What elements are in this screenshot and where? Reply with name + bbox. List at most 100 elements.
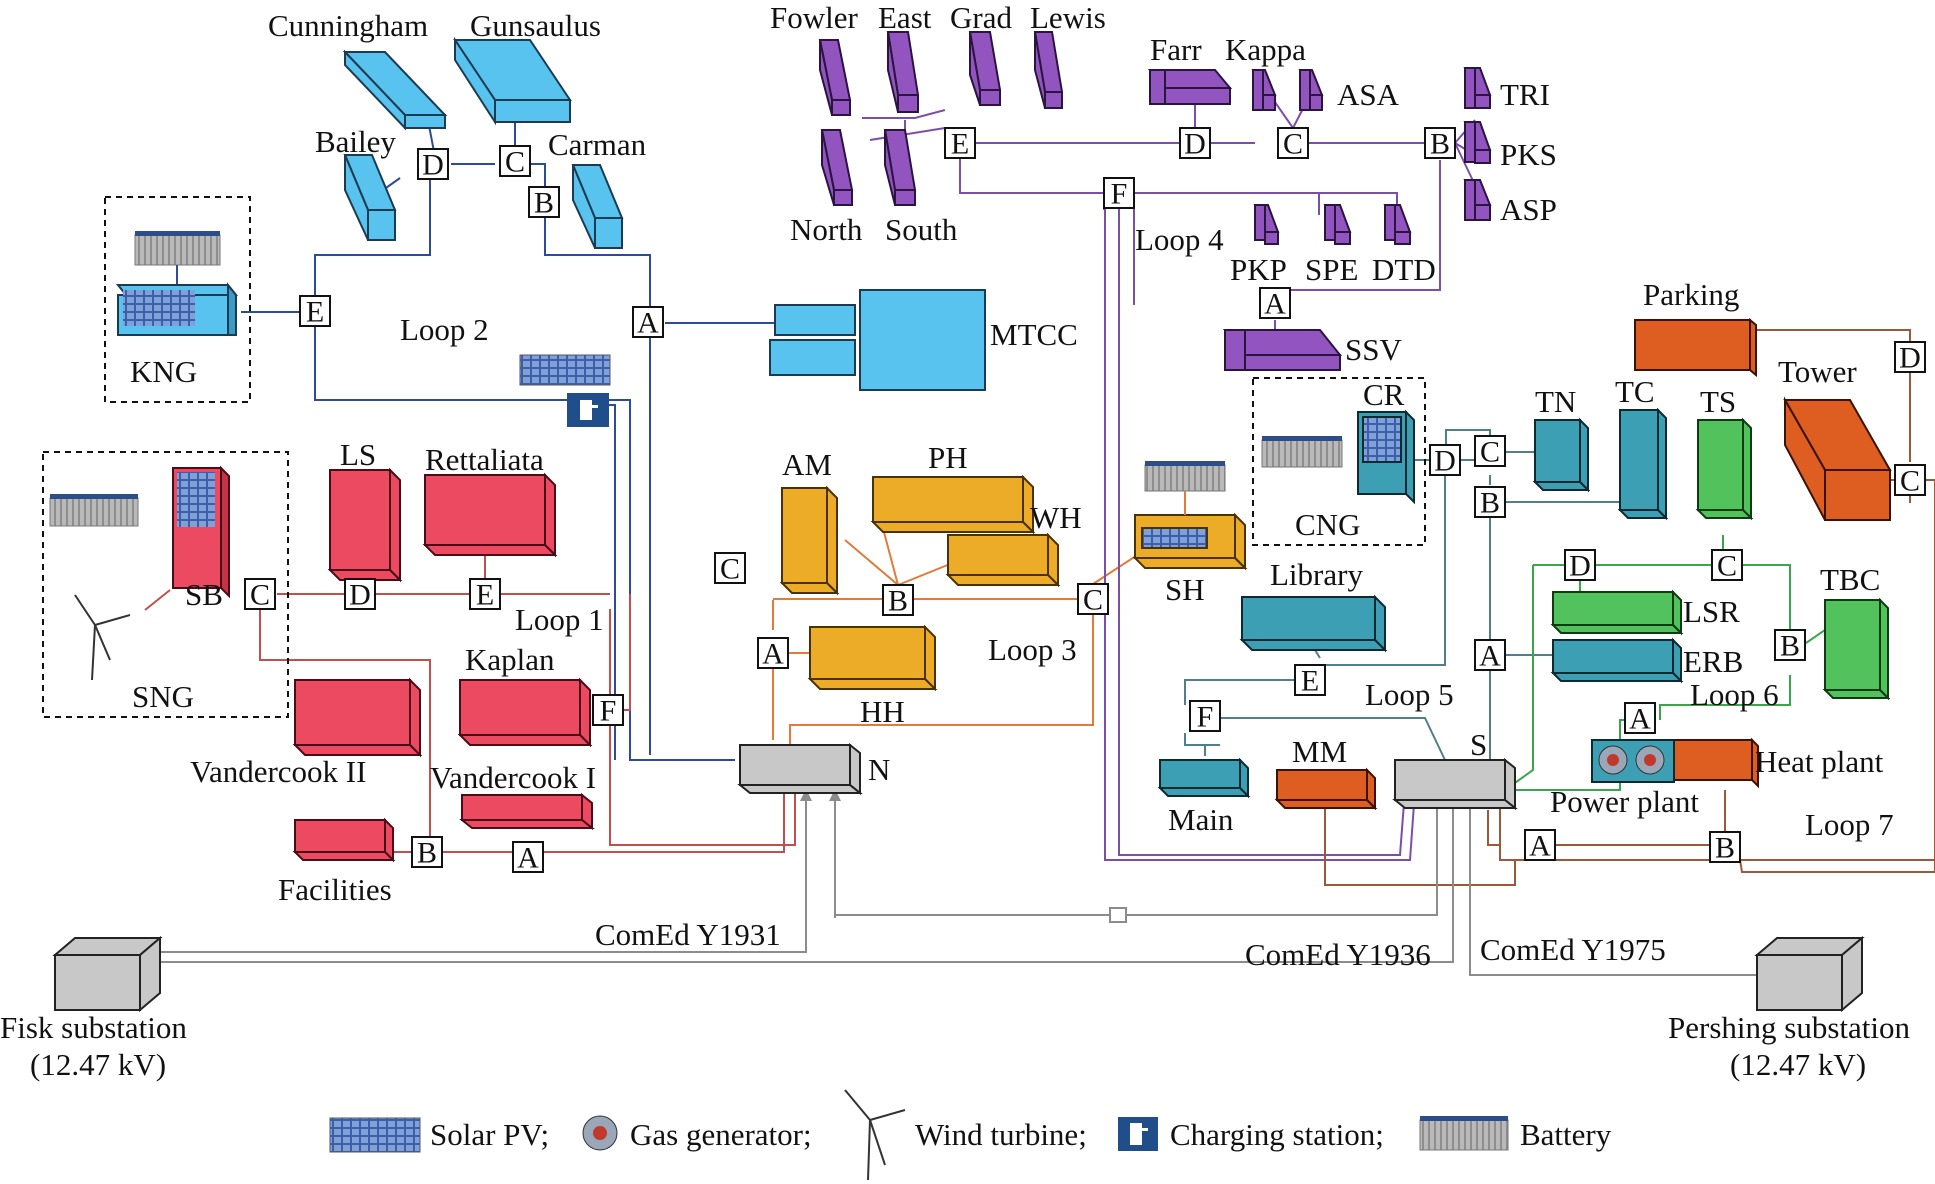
switch-l1-a: A: [512, 841, 544, 875]
label-lewis: Lewis: [1030, 0, 1106, 35]
building-hh: [807, 624, 938, 692]
building-gunsaulus: [453, 36, 572, 126]
kng-boundary: [104, 196, 251, 403]
switch-l5-e: E: [1294, 664, 1326, 698]
teal-buildings: [1157, 407, 1684, 799]
red-buildings: [292, 467, 595, 863]
label-farr: Farr: [1150, 32, 1202, 67]
label-asa: ASA: [1337, 77, 1400, 112]
switch-l1-f: F: [592, 694, 624, 728]
charging-station-icon: [1118, 1117, 1158, 1151]
label-sng: SNG: [132, 679, 194, 714]
labels: Cunningham Gunsaulus Bailey Carman KNG M…: [0, 0, 1910, 1082]
switch-l5-b: B: [1474, 486, 1506, 520]
legend-charging: Charging station;: [1170, 1117, 1384, 1152]
charging-station-icon: [567, 393, 609, 427]
switch-label: C: [1717, 550, 1737, 583]
legend-solar: Solar PV;: [430, 1117, 549, 1152]
label-y1936: ComEd Y1936: [1245, 937, 1431, 972]
label-ts: TS: [1700, 384, 1736, 419]
switch-l5-d: D: [1429, 444, 1461, 478]
building-kappa: [1251, 69, 1277, 111]
building-north: [820, 129, 854, 206]
building-rettaliata: [422, 472, 558, 558]
gas-generator-icon: [1598, 745, 1665, 775]
building-s: [1392, 757, 1518, 811]
switch-label: B: [1715, 832, 1735, 865]
label-heat-plant: Heat plant: [1755, 744, 1884, 779]
label-sb: SB: [185, 577, 223, 612]
legend-wind: Wind turbine;: [915, 1117, 1087, 1152]
building-wh: [945, 532, 1061, 588]
legend-battery: Battery: [1520, 1117, 1612, 1152]
switch-l6-d: D: [1564, 549, 1596, 583]
switch-label: E: [951, 128, 969, 161]
orange-buildings: [779, 474, 1248, 692]
label-tower: Tower: [1778, 354, 1857, 389]
building-mtcc: [769, 289, 986, 391]
label-carman: Carman: [548, 127, 647, 162]
building-lsr: [1550, 589, 1684, 636]
label-dtd: DTD: [1372, 252, 1436, 287]
label-bailey: Bailey: [315, 124, 396, 159]
switch-l4-e: E: [944, 127, 976, 161]
wind-turbine-icon: [74, 594, 131, 681]
building-cr: [1357, 409, 1415, 505]
building-spe: [1323, 204, 1352, 245]
battery-icon: [1261, 436, 1343, 468]
switch-l3-a: A: [757, 637, 789, 671]
switch-l7-d: D: [1894, 341, 1926, 375]
switch-l5-a: A: [1474, 639, 1506, 673]
label-cr: CR: [1363, 377, 1405, 412]
label-pks: PKS: [1500, 137, 1557, 172]
switch-label: E: [476, 579, 494, 612]
label-pershing-name: Pershing substation: [1668, 1010, 1910, 1045]
building-ph: [870, 474, 1036, 535]
switch-l6-b: B: [1774, 629, 1806, 663]
building-lewis: [1033, 31, 1064, 109]
label-hh: HH: [860, 694, 905, 729]
switch-label: D: [1569, 550, 1591, 583]
switch-label: F: [600, 695, 617, 728]
fisk-substation: [52, 935, 163, 1013]
label-fisk-kv: (12.47 kV): [30, 1047, 166, 1082]
label-grad: Grad: [950, 0, 1012, 35]
label-loop2: Loop 2: [400, 312, 489, 347]
label-loop1: Loop 1: [515, 602, 604, 637]
battery-icon: [49, 494, 139, 527]
switch-label: C: [1083, 584, 1103, 617]
label-tc: TC: [1615, 374, 1655, 409]
switch-l1-d: D: [344, 578, 376, 612]
switch-l7-c: C: [1894, 464, 1926, 498]
switch-label: C: [1900, 465, 1920, 498]
switch-label: A: [1529, 830, 1551, 863]
loop-2-wiring: [241, 85, 780, 761]
switch-label: A: [1479, 640, 1501, 673]
label-north: North: [790, 212, 863, 247]
building-heat-plant: [1671, 737, 1759, 789]
building-tower: [1783, 396, 1892, 521]
label-kng: KNG: [130, 354, 197, 389]
switch-label: A: [1629, 703, 1651, 736]
label-s: S: [1470, 727, 1487, 762]
battery-icon: [1419, 1116, 1509, 1151]
label-cunningham: Cunningham: [268, 8, 428, 43]
label-kaplan: Kaplan: [465, 642, 555, 677]
switch-l1-e: E: [469, 578, 501, 612]
switch-label: C: [505, 146, 525, 179]
label-south: South: [885, 212, 958, 247]
building-facilities: [292, 817, 396, 863]
building-vandercook2: [292, 677, 423, 758]
switch-label: A: [517, 842, 539, 875]
building-kng: [115, 282, 239, 336]
label-gunsaulus: Gunsaulus: [470, 8, 601, 43]
legend-gas: Gas generator;: [630, 1117, 812, 1152]
switch-l7-b: B: [1709, 831, 1741, 865]
label-loop7: Loop 7: [1805, 807, 1894, 842]
switch-l3-b: B: [882, 584, 914, 618]
label-ls: LS: [340, 437, 376, 472]
dark-orange-buildings: [1274, 317, 1892, 811]
label-asp: ASP: [1500, 192, 1557, 227]
